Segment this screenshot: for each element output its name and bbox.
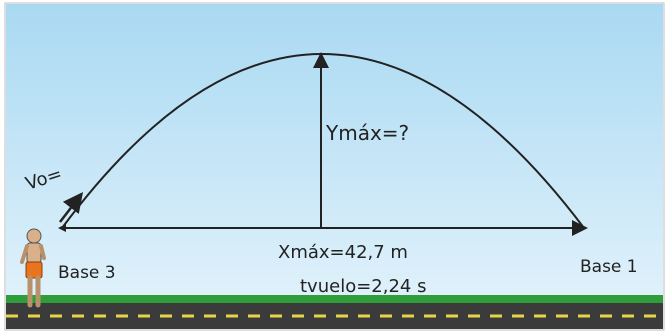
xmax-label: Xmáx=42,7 m: [278, 242, 408, 263]
player-figure: [20, 228, 46, 308]
road: [6, 303, 663, 329]
image-frame: [4, 2, 665, 331]
grass-strip: [6, 295, 663, 303]
base-right-label: Base 1: [580, 257, 638, 277]
v0-arrow: [59, 192, 84, 223]
flight-time-label: tvuelo=2,24 s: [300, 276, 426, 297]
base-left-label: Base 3: [58, 263, 116, 283]
ymax-label: Ymáx=?: [325, 121, 409, 145]
player-shorts: [25, 261, 43, 279]
sky-background: [6, 4, 663, 296]
